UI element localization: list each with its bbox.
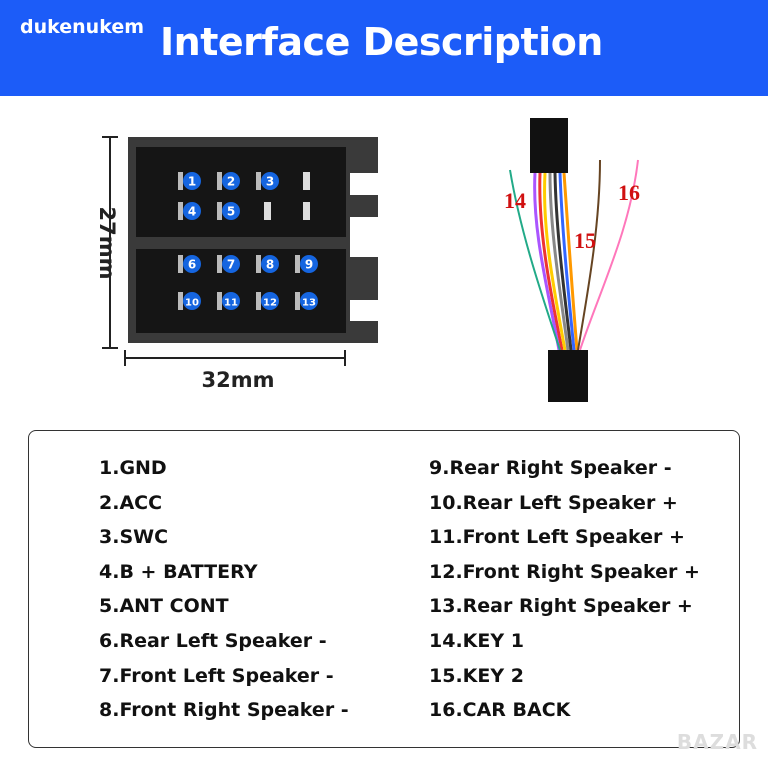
empty-pin-slot	[264, 202, 271, 220]
pin-badge	[222, 202, 240, 220]
pin-item: 12.Front Right Speaker +	[429, 560, 700, 583]
header-banner: dukenukem Interface Description	[0, 0, 768, 96]
pin-item: 16.CAR BACK	[429, 699, 571, 722]
pin-item: 8.Front Right Speaker -	[99, 699, 349, 722]
pin-item: 15.KEY 2	[429, 664, 524, 687]
pin-item: 6.Rear Left Speaker -	[99, 629, 327, 652]
harness-label-15: 15	[574, 228, 596, 253]
pin-badge	[261, 172, 279, 190]
harness-label-16: 16	[618, 180, 640, 205]
pinout-right-column: 9.Rear Right Speaker - 10.Rear Left Spea…	[429, 457, 700, 734]
pin-badge	[222, 292, 240, 310]
pinout-panel: 1.GND 2.ACC 3.SWC 4.B + BATTERY 5.ANT CO…	[28, 430, 740, 748]
pin-badge	[300, 292, 318, 310]
pin-item: 11.Front Left Speaker +	[429, 526, 685, 549]
pin-number: 10	[185, 298, 199, 309]
height-label: 27mm	[95, 207, 119, 280]
pin-number: 5	[227, 205, 235, 219]
pin-item: 7.Front Left Speaker -	[99, 664, 334, 687]
pin-badge	[261, 292, 279, 310]
pin-item: 14.KEY 1	[429, 629, 524, 652]
pin-item: 3.SWC	[99, 526, 169, 549]
wire-harness-image: 14 15 16	[504, 118, 640, 402]
pin-item: 2.ACC	[99, 491, 163, 514]
harness-label-14: 14	[504, 188, 526, 213]
pin-badge	[183, 255, 201, 273]
pin-item: 1.GND	[99, 457, 167, 479]
pin-number: 3	[266, 175, 274, 189]
pin-badge	[261, 255, 279, 273]
empty-pin-slot	[303, 202, 310, 220]
pin-badge	[183, 172, 201, 190]
pin-number: 6	[188, 258, 196, 272]
empty-pin-slot	[303, 172, 310, 190]
pin-number: 13	[302, 298, 316, 309]
pin-badge	[300, 255, 318, 273]
watermark-text: dukenukem	[20, 16, 145, 38]
pin-number: 1	[188, 175, 196, 189]
pin-item: 5.ANT CONT	[99, 595, 229, 618]
pin-badge	[222, 255, 240, 273]
pinout-left-column: 1.GND 2.ACC 3.SWC 4.B + BATTERY 5.ANT CO…	[99, 457, 349, 734]
pin-number: 8	[266, 258, 274, 272]
pin-number: 11	[224, 298, 238, 309]
pin-item: 10.Rear Left Speaker +	[429, 491, 678, 514]
pin-item: 13.Rear Right Speaker +	[429, 595, 693, 618]
page-title: Interface Description	[160, 20, 603, 64]
pin-number: 4	[188, 205, 196, 219]
pin-number: 2	[227, 175, 235, 189]
pin-number: 9	[305, 258, 313, 272]
footer-watermark: BAZAR	[676, 730, 758, 754]
pin-badge	[183, 292, 201, 310]
pin-item: 4.B + BATTERY	[99, 560, 258, 583]
pin-number: 12	[263, 298, 277, 309]
pin-number: 7	[227, 258, 235, 272]
pin-item: 9.Rear Right Speaker -	[429, 457, 672, 479]
pin-badge	[222, 172, 240, 190]
pin-badge	[183, 202, 201, 220]
width-label: 32mm	[202, 368, 275, 392]
